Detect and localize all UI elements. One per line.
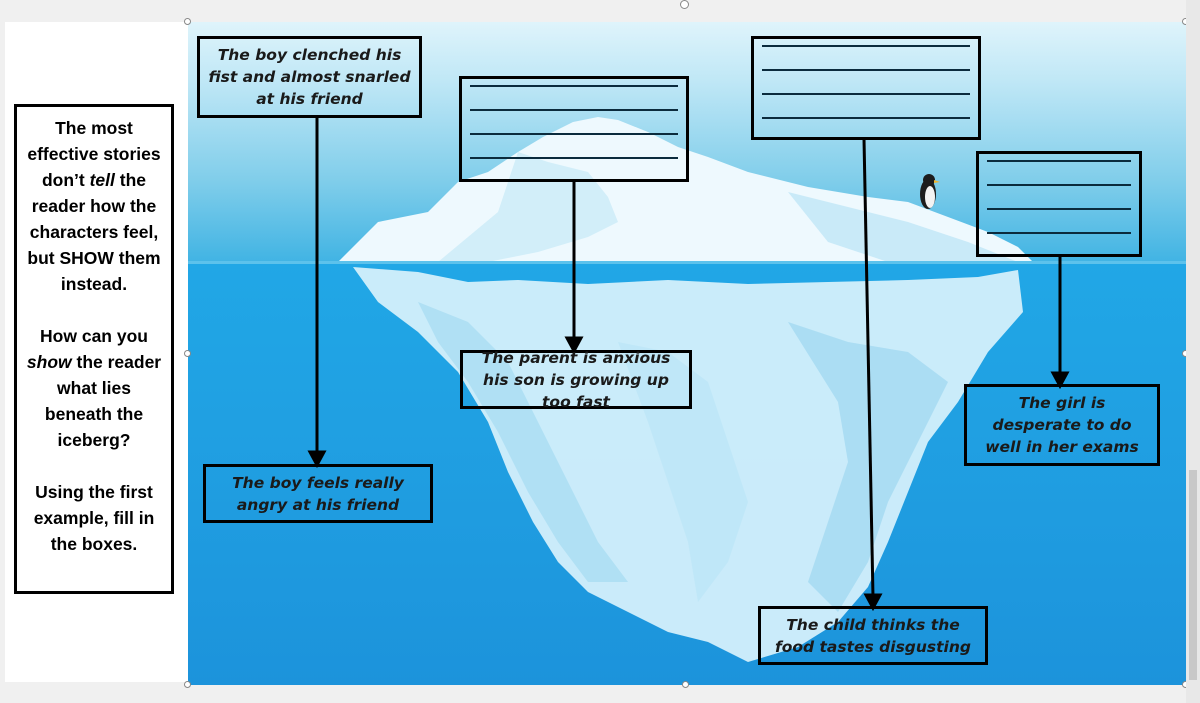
write-line — [987, 208, 1131, 210]
write-line — [762, 69, 970, 71]
instructions-paragraph-2: How can you show the reader what lies be… — [26, 326, 162, 450]
blank-box-4[interactable] — [976, 151, 1142, 257]
rotate-handle[interactable] — [680, 0, 689, 9]
write-line — [987, 184, 1131, 186]
text-box-child-food[interactable]: The child thinks the food tastes disgust… — [758, 606, 988, 665]
blank-box-2[interactable] — [459, 76, 689, 182]
penguin-icon — [920, 174, 940, 209]
write-line — [987, 232, 1131, 234]
iceberg-underwater-shade-2 — [788, 322, 948, 612]
iceberg-scene[interactable]: The boy clenched his fist and almost sna… — [188, 22, 1186, 685]
resize-handle-bottom-left[interactable] — [184, 681, 191, 688]
resize-handle-bottom[interactable] — [682, 681, 689, 688]
iceberg-underwater-shade — [418, 302, 628, 582]
resize-handle-top-left[interactable] — [184, 18, 191, 25]
instructions-paragraph-1: The most effective stories don’t tell th… — [27, 118, 161, 294]
text-box-parent-anxious[interactable]: The parent is anxious his son is growing… — [460, 349, 692, 411]
iceberg-top-shade-2 — [788, 192, 1018, 262]
instructions-text-box[interactable]: The most effective stories don’t tell th… — [14, 104, 174, 594]
waterline — [188, 261, 1186, 264]
write-line — [987, 160, 1131, 162]
write-line — [762, 45, 970, 47]
write-line — [470, 133, 678, 135]
vertical-scrollbar[interactable] — [1186, 0, 1200, 703]
text-box-boy-feels-angry[interactable]: The boy feels really angry at his friend — [203, 464, 433, 523]
write-line — [762, 117, 970, 119]
instructions-paragraph-3: Using the first example, fill in the box… — [33, 482, 155, 554]
arrows — [307, 117, 1070, 612]
scrollbar-thumb[interactable] — [1189, 470, 1197, 680]
write-line — [470, 157, 678, 159]
arrow-3 — [862, 138, 875, 598]
text-box-girl-desperate[interactable]: The girl is desperate to do well in her … — [964, 384, 1160, 466]
blank-box-3[interactable] — [751, 36, 981, 140]
write-line — [762, 93, 970, 95]
resize-handle-left[interactable] — [184, 350, 191, 357]
write-line — [470, 109, 678, 111]
text-box-boy-clenched-fist[interactable]: The boy clenched his fist and almost sna… — [197, 36, 422, 118]
write-line — [470, 85, 678, 87]
